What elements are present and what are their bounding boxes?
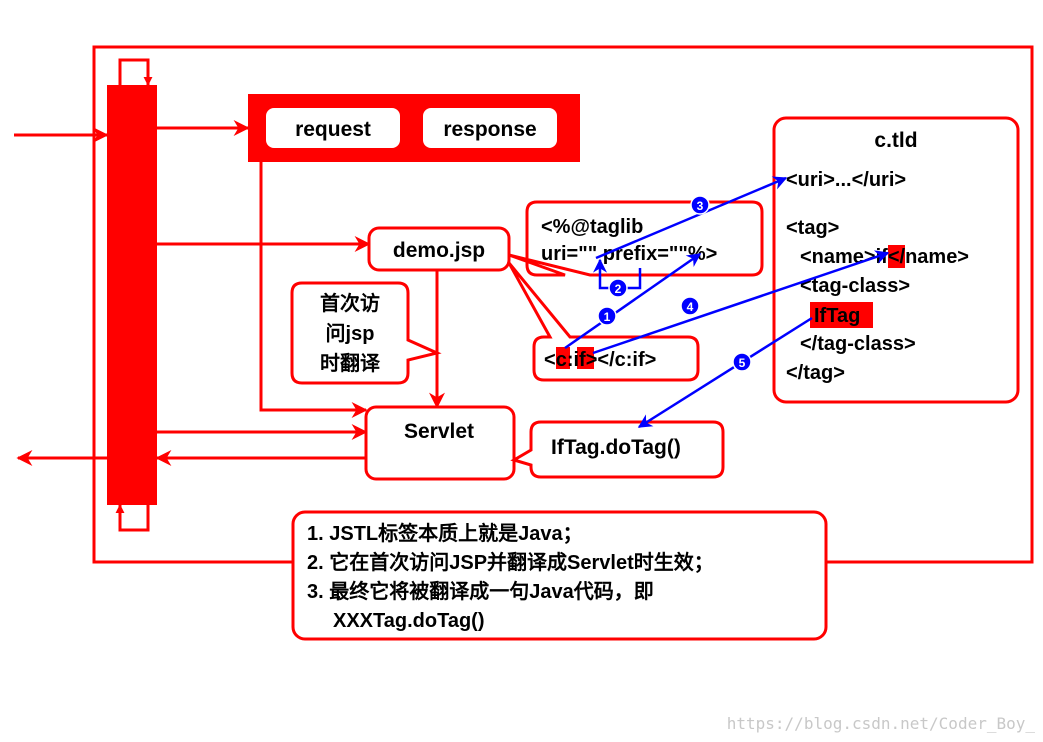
cif-name: if xyxy=(573,349,586,371)
step-5-number: 5 xyxy=(739,356,746,370)
step-5-badge: 5 xyxy=(732,352,752,372)
step-4-badge: 4 xyxy=(680,296,700,316)
tld-tag-open: <tag> xyxy=(786,217,839,239)
request-box xyxy=(266,108,400,148)
step-3-badge: 3 xyxy=(690,195,710,215)
summary-box xyxy=(291,510,828,641)
tld-name-close: </name> xyxy=(888,246,969,268)
container-bar xyxy=(107,85,157,505)
step-2-badge: 2 xyxy=(608,278,628,298)
step-3-arrow xyxy=(595,176,788,260)
watermark: https://blog.csdn.net/Coder_Boy_ xyxy=(727,714,1036,733)
demo-jsp-label: demo.jsp xyxy=(393,239,485,262)
note-line-3: 时翻译 xyxy=(320,352,381,375)
tld-name-highlight xyxy=(888,245,905,268)
iftag-callout xyxy=(510,420,725,479)
taglib-line-2: uri="" prefix=""%> xyxy=(541,243,717,265)
step-4-number: 4 xyxy=(687,300,694,314)
step-2-number: 2 xyxy=(615,282,622,296)
step-4-arrow xyxy=(592,250,890,355)
cif-colon: : xyxy=(567,349,574,371)
servlet-box xyxy=(364,405,516,481)
step-5-arrow xyxy=(637,316,813,429)
cif-prefix-highlight xyxy=(556,347,570,369)
summary-line-3: 3. 最终它将被翻译成一句Java代码，即 xyxy=(307,579,654,603)
note-line-2: 问jsp xyxy=(326,322,375,345)
tld-name-open: <name> xyxy=(800,246,876,268)
summary-line-2: 2. 它在首次访问JSP并翻译成Servlet时生效； xyxy=(307,550,714,574)
summary-line-4: XXXTag.doTag() xyxy=(333,610,484,632)
cif-rest: ></c:if> xyxy=(586,349,657,371)
request-label: request xyxy=(295,118,371,141)
cif-tag: <c:if></c:if> xyxy=(544,349,656,371)
tld-tag-close: </tag> xyxy=(786,362,845,384)
tld-tag-class-value: IfTag xyxy=(814,305,860,327)
step-1-badge: 1 xyxy=(597,306,617,326)
response-box xyxy=(423,108,557,148)
tld-uri: <uri>...</uri> xyxy=(786,169,906,191)
note-line-1: 首次访 xyxy=(320,291,380,315)
tld-tag-class-highlight xyxy=(810,302,873,328)
request-to-servlet-arrow xyxy=(259,162,368,418)
tld-tag-class-close: </tag-class> xyxy=(800,333,916,355)
tld-title: c.tld xyxy=(874,129,917,152)
cif-prefix: c xyxy=(556,349,567,371)
step-1-number: 1 xyxy=(604,310,611,324)
note-callout xyxy=(290,281,442,385)
container-loop-bottom xyxy=(115,504,150,532)
response-label: response xyxy=(443,118,536,141)
container-loop-top xyxy=(118,58,153,86)
servlet-label: Servlet xyxy=(404,420,474,443)
taglib-line-1: <%@taglib xyxy=(541,216,643,238)
iftag-label: IfTag.doTag() xyxy=(551,436,681,459)
tld-tag-class-open: <tag-class> xyxy=(800,275,910,297)
cif-name-highlight xyxy=(577,347,594,369)
step-1-arrow xyxy=(564,252,702,350)
summary-line-1: 1. JSTL标签本质上就是Java； xyxy=(307,521,583,545)
tld-name-line: <name>if</name> xyxy=(800,246,969,268)
step-3-number: 3 xyxy=(697,199,704,213)
cif-open: < xyxy=(544,349,556,371)
